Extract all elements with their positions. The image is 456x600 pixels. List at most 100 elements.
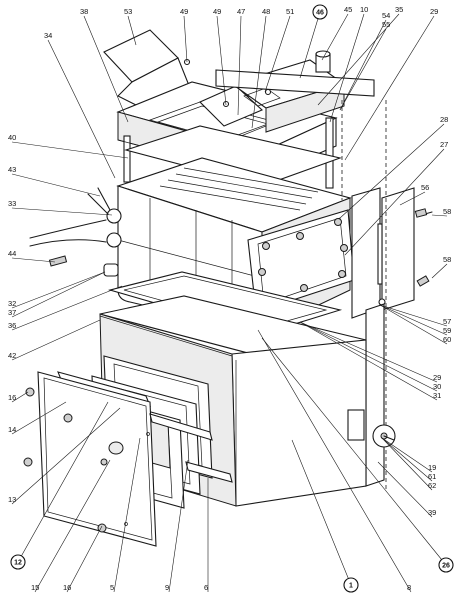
part-label-c36: 36	[8, 321, 16, 330]
part-label-c14: 14	[8, 425, 16, 434]
leader-line-c44	[11, 257, 56, 263]
leader-line-c58b	[431, 263, 448, 279]
part-label-c37: 37	[8, 308, 16, 317]
part-label-c16b: 16	[63, 583, 71, 592]
leader-line-c53	[127, 15, 137, 46]
part-label-c42: 42	[8, 351, 16, 360]
part-label-c51: 51	[286, 7, 294, 16]
assembly-circle-k26	[438, 557, 454, 573]
part-label-c35: 35	[395, 5, 403, 14]
leader-line-c9	[168, 459, 189, 593]
leader-line-c39	[377, 461, 433, 518]
part-label-c38: 38	[80, 7, 88, 16]
leader-line-c62	[381, 437, 433, 491]
burner-slots	[159, 167, 319, 211]
leader-line-c49b	[216, 15, 227, 106]
leader-line-c27	[344, 148, 445, 256]
leader-line-c37	[11, 271, 106, 318]
leader-line-c34	[47, 39, 116, 179]
door-assembly	[23, 355, 233, 547]
part-label-c5: 5	[110, 583, 114, 592]
leader-line-c28	[339, 123, 445, 219]
assembly-label-k1: 1	[349, 583, 353, 590]
leader-line-c35	[317, 13, 400, 106]
part-label-c56: 56	[421, 183, 429, 192]
part-label-c6: 6	[204, 583, 208, 592]
part-label-c29a: 29	[430, 7, 438, 16]
leader-line-c8	[257, 329, 412, 593]
leader-line-c42	[11, 319, 101, 361]
leader-line-c54	[339, 19, 387, 111]
leader-line-k1	[291, 439, 352, 586]
part-label-c49b: 49	[213, 7, 221, 16]
leader-line-k12	[17, 401, 109, 563]
part-label-c29b: 29	[433, 373, 441, 382]
part-label-c62: 62	[428, 481, 436, 490]
leader-line-c49a	[183, 15, 188, 63]
leader-line-c19	[381, 437, 433, 473]
part-label-c39: 39	[428, 508, 436, 517]
part-label-c34: 34	[44, 31, 52, 40]
part-label-c60: 60	[443, 335, 451, 344]
leader-line-c15	[34, 459, 111, 593]
assembly-label-k12: 12	[14, 560, 22, 567]
part-label-c27: 27	[440, 140, 448, 149]
leader-line-c58a	[431, 214, 448, 217]
leader-line-c60	[379, 304, 448, 345]
part-label-c58a: 58	[443, 207, 451, 216]
part-label-c13: 13	[8, 495, 16, 504]
leader-line-c45	[321, 13, 349, 61]
part-label-c8: 8	[407, 583, 411, 592]
assembly-label-k26: 26	[442, 563, 450, 570]
leader-line-c29b	[299, 321, 438, 383]
leader-line-c33	[11, 207, 113, 216]
leader-line-c57	[379, 304, 448, 327]
part-label-c49a: 49	[180, 7, 188, 16]
part-label-c33: 33	[8, 199, 16, 208]
leader-line-c10	[329, 13, 365, 123]
leader-line-c56	[399, 191, 426, 206]
leader-line-c16b	[66, 525, 103, 593]
part-label-c40: 40	[8, 133, 16, 142]
part-label-c59: 59	[443, 326, 451, 335]
leader-line-c14	[11, 401, 67, 435]
part-label-c15: 15	[31, 583, 39, 592]
part-label-c47: 47	[237, 7, 245, 16]
part-label-c61: 61	[428, 472, 436, 481]
leader-line-c36	[11, 285, 123, 331]
leader-line-c16a	[11, 391, 29, 403]
part-label-c9: 9	[165, 583, 169, 592]
flue-hood-assembly	[103, 29, 375, 189]
part-label-c54: 54	[382, 11, 390, 20]
part-label-c28: 28	[440, 115, 448, 124]
part-label-c48: 48	[262, 7, 270, 16]
assembly-circle-k46	[312, 4, 328, 20]
leader-line-c55	[339, 28, 387, 111]
part-label-c53: 53	[124, 7, 132, 16]
part-label-c32: 32	[8, 299, 16, 308]
leader-line-c48	[251, 15, 267, 129]
part-label-c45: 45	[344, 5, 352, 14]
part-label-c55: 55	[382, 20, 390, 29]
leader-line-k46	[299, 11, 321, 79]
leader-line-c32	[11, 271, 106, 309]
assembly-circle-k12	[10, 554, 26, 570]
part-label-c44: 44	[8, 249, 16, 258]
part-label-c19: 19	[428, 463, 436, 472]
leader-line-c30	[299, 321, 438, 392]
leader-line-c59	[379, 304, 448, 336]
leader-line-c5	[113, 437, 141, 593]
leader-line-c51	[264, 15, 291, 93]
part-label-c58b: 58	[443, 255, 451, 264]
assembly-circle-k1	[343, 577, 359, 593]
leader-line-c13	[11, 407, 121, 505]
part-label-c43: 43	[8, 165, 16, 174]
leader-line-k26	[261, 337, 447, 566]
part-label-c57: 57	[443, 317, 451, 326]
part-label-c10: 10	[360, 5, 368, 14]
part-label-c31: 31	[433, 391, 441, 400]
leader-line-c29a	[344, 15, 435, 161]
